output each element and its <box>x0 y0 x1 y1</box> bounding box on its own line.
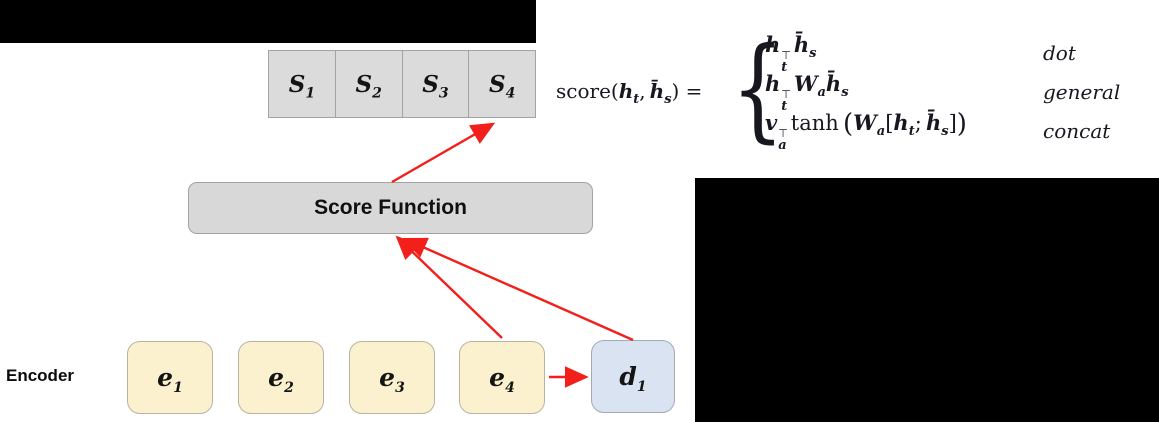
score-cell-label: S1 <box>288 70 316 102</box>
encoder-unit-e1: e1 <box>127 341 213 414</box>
redacted-region-top <box>0 0 536 43</box>
case-concat-label: concat <box>1043 118 1111 143</box>
score-cell-label: S2 <box>355 70 382 102</box>
score-cell-s4: S4 <box>469 51 535 117</box>
equation-lhs: score(ht, h̄s) = <box>556 79 703 107</box>
score-function-box: Score Function <box>188 182 593 234</box>
arrow-d1-to-scorefn <box>402 237 634 342</box>
score-cell-s3: S3 <box>403 51 470 117</box>
case-dot-label: dot <box>1043 40 1076 65</box>
encoder-unit-e4: e4 <box>459 341 545 414</box>
decoder-unit-label: d1 <box>619 362 647 395</box>
decoder-unit-d1: d1 <box>591 340 675 413</box>
redacted-region-right <box>695 178 1159 422</box>
arrow-scorefn-to-s4 <box>391 122 496 184</box>
case-general-label: general <box>1043 79 1121 104</box>
score-output-row: S1 S2 S3 S4 <box>268 50 536 118</box>
arrow-e4-to-scorefn <box>395 235 503 339</box>
encoder-unit-label: e2 <box>268 363 294 396</box>
score-cell-s2: S2 <box>336 51 403 117</box>
encoder-unit-label: e3 <box>379 363 405 396</box>
encoder-unit-label: e4 <box>489 363 515 396</box>
encoder-unit-e2: e2 <box>238 341 324 414</box>
score-cell-label: S4 <box>488 70 516 102</box>
score-cell-s1: S1 <box>269 51 336 117</box>
score-cell-label: S3 <box>422 70 449 102</box>
cases-brace: { <box>731 24 785 154</box>
encoder-label: Encoder <box>6 366 75 385</box>
encoder-unit-label: e1 <box>157 363 183 396</box>
encoder-unit-e3: e3 <box>349 341 435 414</box>
